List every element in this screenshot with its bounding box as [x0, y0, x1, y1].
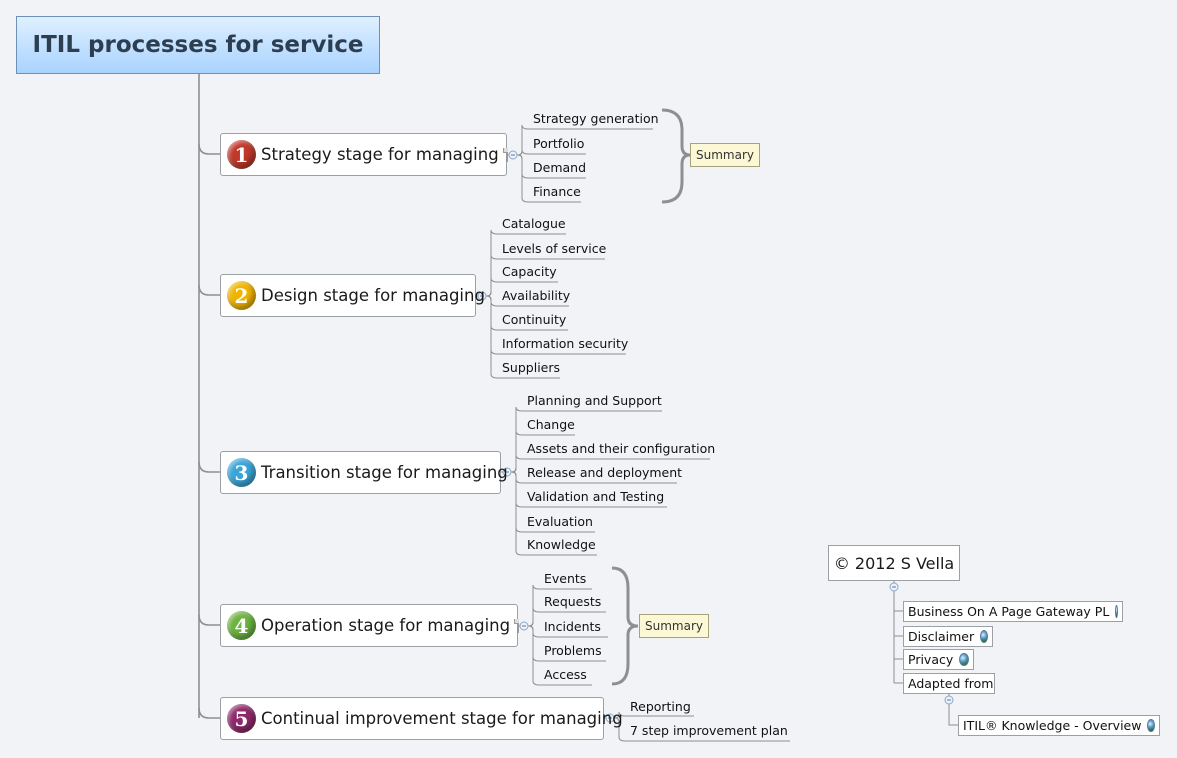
- subtopic[interactable]: Availability: [502, 288, 571, 303]
- subtopic[interactable]: Levels of service: [502, 241, 607, 256]
- subtopic[interactable]: Strategy generation: [533, 111, 659, 126]
- link-privacy[interactable]: Privacy: [903, 649, 974, 670]
- stage-strategy[interactable]: 1 Strategy stage for managing: [220, 133, 508, 176]
- globe-link-icon[interactable]: [980, 630, 988, 643]
- leaf-underline: [476, 295, 560, 379]
- stage-label: Operation stage for managing: [261, 616, 511, 635]
- subtopic[interactable]: Suppliers: [502, 360, 561, 375]
- link-disclaimer[interactable]: Disclaimer: [903, 626, 993, 647]
- globe-link-icon[interactable]: [1147, 719, 1155, 732]
- number-3-icon: 3: [227, 458, 256, 487]
- note-icon[interactable]: [514, 618, 520, 633]
- subtopic[interactable]: Change: [527, 417, 575, 432]
- leaf-underline: [501, 406, 662, 473]
- subtopic[interactable]: 7 step improvement plan: [630, 723, 788, 738]
- central-topic[interactable]: ITIL processes for service: [16, 16, 380, 74]
- subtopic[interactable]: Validation and Testing: [527, 489, 665, 504]
- subtopic[interactable]: Reporting: [630, 699, 691, 714]
- subtopic[interactable]: Capacity: [502, 264, 557, 279]
- subtopic[interactable]: Knowledge: [527, 537, 596, 552]
- summary-topic[interactable]: Summary: [690, 143, 760, 167]
- subtopic[interactable]: Planning and Support: [527, 393, 662, 408]
- subtopic[interactable]: Incidents: [544, 619, 601, 634]
- link-business-on-a-page[interactable]: Business On A Page Gateway PL: [903, 601, 1123, 622]
- subtopic[interactable]: Assets and their configuration: [527, 441, 716, 456]
- subtopic[interactable]: Events: [544, 571, 587, 586]
- subtopic[interactable]: Finance: [533, 184, 581, 199]
- stage-label: Design stage for managing: [261, 286, 485, 305]
- number-1-icon: 1: [227, 140, 256, 169]
- credit-topic[interactable]: © 2012 S Vella: [828, 545, 960, 581]
- leaf-underline: [518, 625, 592, 686]
- stage-branch-line: [198, 284, 220, 296]
- subtopic[interactable]: Portfolio: [533, 136, 585, 151]
- subtopic[interactable]: Information security: [502, 336, 629, 351]
- summary-brace: [611, 566, 639, 686]
- number-4-icon: 4: [227, 611, 256, 640]
- subtopic[interactable]: Evaluation: [527, 514, 593, 529]
- subtopic[interactable]: Release and deployment: [527, 465, 683, 480]
- note-icon[interactable]: [502, 147, 508, 162]
- stage-label: Continual improvement stage for managing: [261, 709, 623, 728]
- stage-design[interactable]: 2 Design stage for managing: [220, 274, 485, 317]
- subtopic[interactable]: Continuity: [502, 312, 567, 327]
- leaf-underline: [507, 154, 581, 203]
- leaf-underline: [501, 471, 597, 556]
- number-2-icon: 2: [227, 281, 256, 310]
- link-label: Adapted from: [908, 676, 994, 691]
- stage-label: Strategy stage for managing: [261, 145, 499, 164]
- stage-branch-line: [198, 614, 220, 626]
- link-label: Disclaimer: [908, 629, 975, 644]
- link-label: ITIL® Knowledge - Overview: [963, 718, 1142, 733]
- globe-link-icon[interactable]: [1115, 605, 1118, 618]
- subtopic[interactable]: Requests: [544, 594, 602, 609]
- link-label: Privacy: [908, 652, 954, 667]
- number-5-icon: 5: [227, 704, 256, 733]
- stage-label: Transition stage for managing: [261, 463, 508, 482]
- globe-link-icon[interactable]: [959, 653, 969, 666]
- link-itil-knowledge[interactable]: ITIL® Knowledge - Overview: [958, 715, 1160, 736]
- stage-transition[interactable]: 3 Transition stage for managing: [220, 451, 508, 494]
- stage-branch-line: [198, 461, 220, 473]
- leaf-underline: [476, 229, 566, 297]
- stage-branch-line: [198, 143, 220, 155]
- summary-topic[interactable]: Summary: [639, 614, 709, 638]
- link-label: Business On A Page Gateway PL: [908, 604, 1110, 619]
- subtopic[interactable]: Problems: [544, 643, 602, 658]
- link-adapted-from[interactable]: Adapted from: [903, 673, 995, 694]
- subtopic[interactable]: Access: [544, 667, 587, 682]
- leaf-underline: [604, 717, 790, 742]
- stage-branch-line: [198, 707, 220, 719]
- stage-operation[interactable]: 4 Operation stage for managing: [220, 604, 520, 647]
- summary-brace: [661, 108, 691, 204]
- subtopic[interactable]: Catalogue: [502, 216, 566, 231]
- stage-continual-improvement[interactable]: 5 Continual improvement stage for managi…: [220, 697, 623, 740]
- subtopic[interactable]: Demand: [533, 160, 587, 175]
